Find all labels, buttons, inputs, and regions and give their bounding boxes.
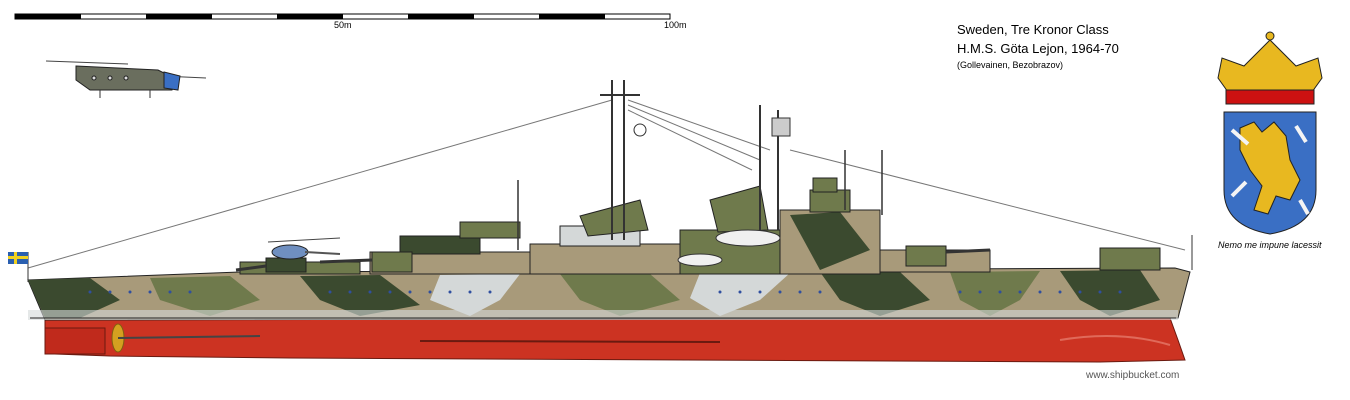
deck-helicopter	[267, 237, 341, 260]
rigging-wires	[27, 99, 1186, 269]
scale-label-100m: 100m	[664, 20, 687, 30]
portholes	[88, 290, 1122, 294]
site-url[interactable]: www.shipbucket.com	[1086, 370, 1180, 381]
coat-of-arms	[1217, 31, 1323, 235]
funnels	[579, 185, 769, 237]
propeller	[111, 323, 261, 353]
title-ship: H.M.S. Göta Lejon, 1964-70	[957, 41, 1119, 56]
flags	[8, 235, 1193, 282]
gun-turrets	[235, 177, 991, 273]
title-class: Sweden, Tre Kronor Class	[957, 22, 1109, 37]
coat-of-arms-motto: Nemo me impune lacessit	[1218, 240, 1322, 250]
scale-label-50m: 50m	[334, 20, 352, 30]
ship-boats	[677, 229, 781, 267]
hull-camouflage	[27, 267, 1191, 321]
credit-text: (Gollevainen, Bezobrazov)	[957, 60, 1064, 70]
scale-bar	[14, 13, 671, 20]
masts	[517, 80, 883, 250]
helicopter-flying	[45, 60, 207, 98]
hull-underwater	[44, 317, 1186, 363]
